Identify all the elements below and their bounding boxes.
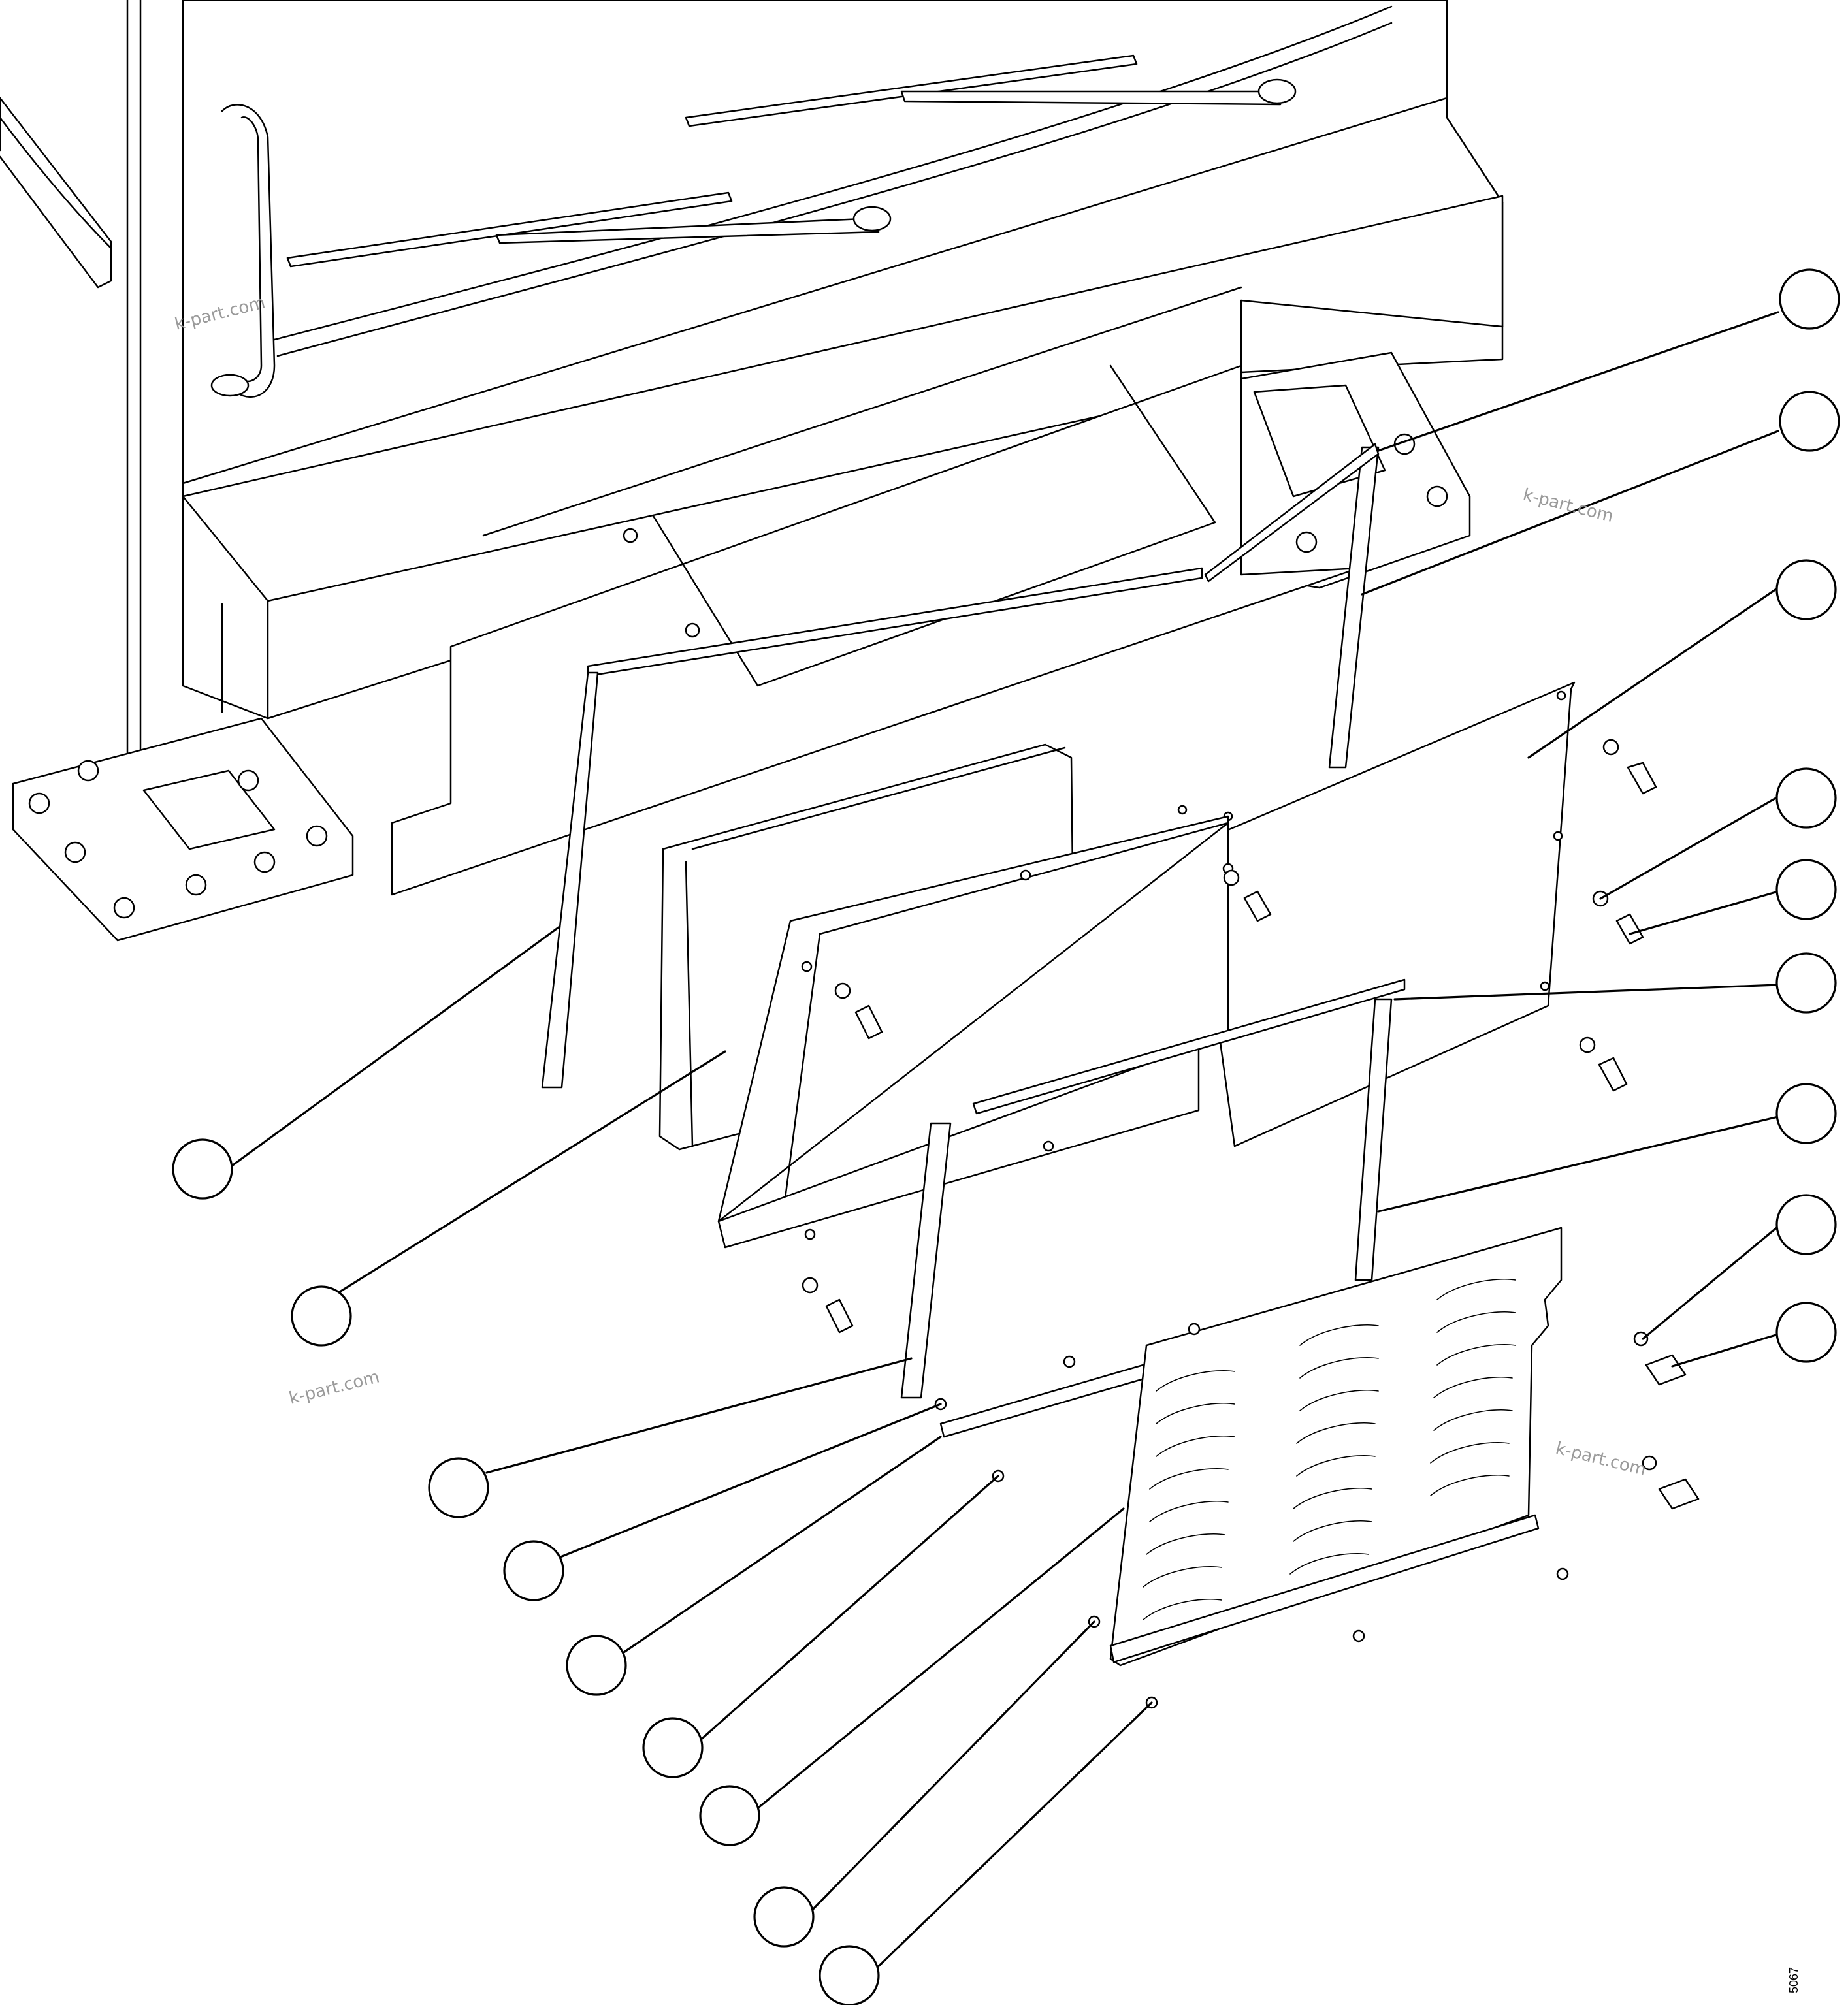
seal-strip-lower: [901, 980, 1404, 1437]
callout-balloon: [1777, 769, 1836, 827]
wiper-upper: [686, 56, 1295, 126]
washers-and-bolts: [803, 740, 1698, 1708]
cab-body: [0, 0, 1502, 849]
watermark-text: k-part.com: [287, 1367, 381, 1408]
callout-balloon: [292, 1287, 351, 1345]
callout-balloon: [820, 1946, 879, 2005]
filter-frame: [719, 816, 1233, 1247]
grab-handle: [212, 104, 274, 397]
leader-lines: [232, 312, 1778, 1976]
watermark-text: k-part.com: [1521, 485, 1615, 526]
callout-balloon: [429, 1458, 488, 1517]
callout-balloon: [1780, 392, 1839, 451]
callout-balloon: [1780, 270, 1839, 329]
callout-balloons: [173, 270, 1839, 2005]
seal-strip-upper: [542, 444, 1378, 1087]
callout-balloon: [504, 1541, 563, 1600]
callout-balloon: [700, 1786, 759, 1845]
callout-balloon: [1777, 1195, 1836, 1254]
callout-balloon: [1777, 560, 1836, 619]
figure-code: 5067: [1787, 1967, 1800, 1993]
wiper-lower: [287, 193, 890, 266]
callout-balloon: [1777, 1084, 1836, 1143]
callout-balloon: [567, 1636, 626, 1695]
callout-balloon: [754, 1887, 813, 1946]
callout-balloon: [1777, 954, 1836, 1012]
louvered-grille: [1110, 1228, 1561, 1665]
watermark-text: k-part.com: [1553, 1439, 1648, 1480]
callout-balloon: [1777, 1303, 1836, 1362]
mounting-foot-left: [13, 718, 353, 940]
callout-balloon: [643, 1718, 702, 1777]
callout-balloon: [173, 1140, 232, 1198]
grille-louvers: [1143, 1279, 1516, 1620]
callout-balloon: [1777, 860, 1836, 919]
